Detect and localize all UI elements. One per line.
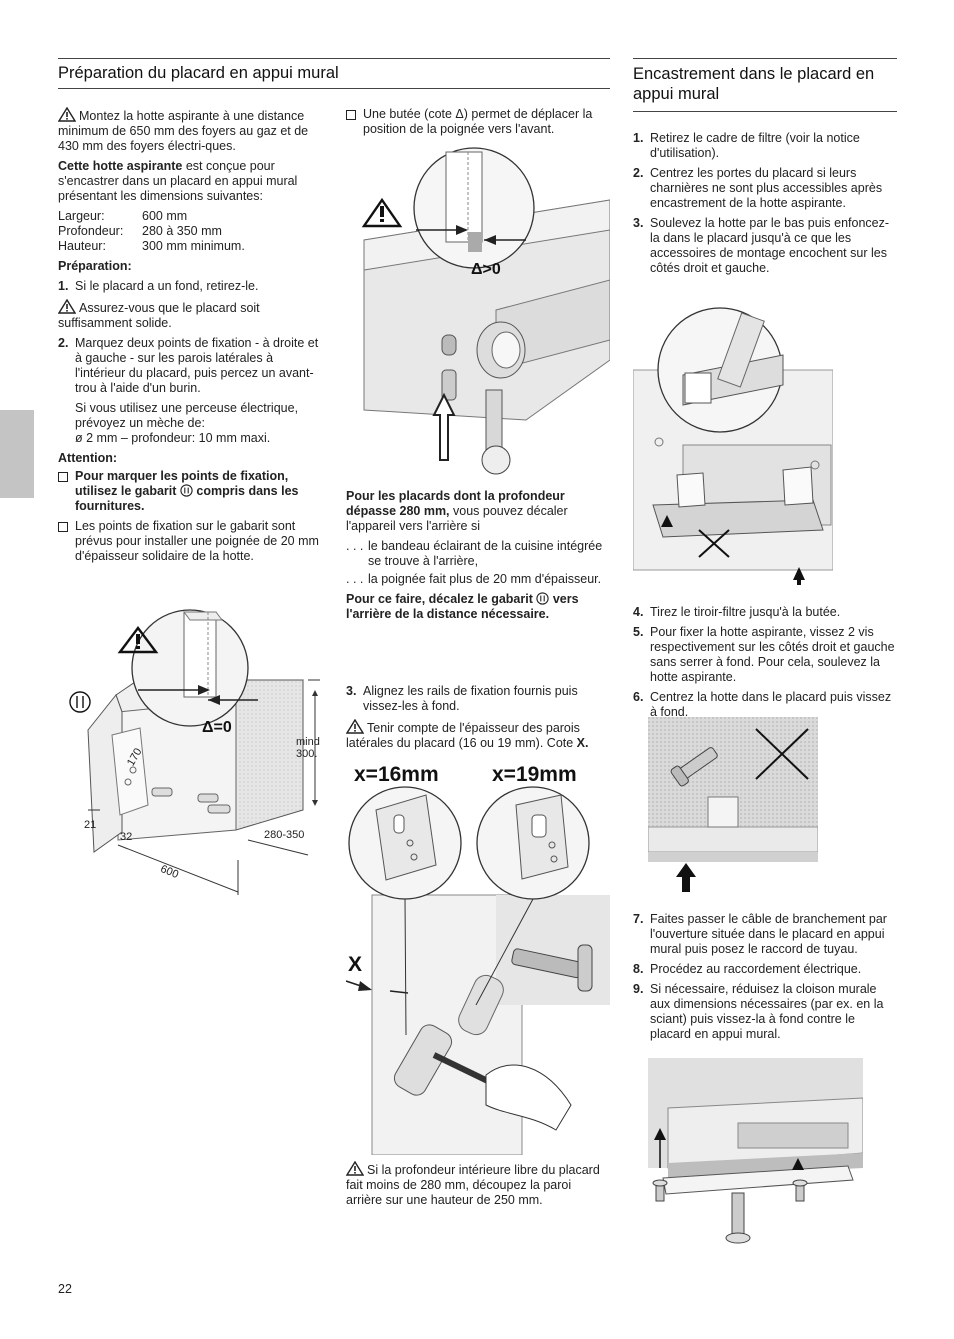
x19-label: x=19mm xyxy=(492,763,577,786)
header-rule-bottom-right xyxy=(633,111,897,112)
install-step-2: 2.Centrez les portes du placard si leurs… xyxy=(633,166,883,210)
section-title-right: Encastrement dans le placard en appui mu… xyxy=(633,65,875,103)
dimensions-table: Largeur:600 mm Profondeur:280 à 350 mm H… xyxy=(58,209,245,254)
step-3-rails: 3.Alignez les rails de fixation fournis … xyxy=(346,684,578,713)
wall-panel-figure xyxy=(648,1058,863,1248)
header-rule-top-left xyxy=(58,58,610,59)
right-steps-c: 7.Faites passer le câble de branchement … xyxy=(633,912,897,1047)
cabinet-illustration xyxy=(69,609,320,895)
dim-21-label: 21 xyxy=(84,819,97,831)
dimension-row: Profondeur:280 à 350 mm xyxy=(58,224,222,238)
stop-detail-figure: Δ>0 xyxy=(346,140,610,485)
warning-triangle-icon xyxy=(58,299,76,314)
template-symbol-icon xyxy=(180,484,193,497)
page-number: 22 xyxy=(58,1282,72,1296)
install-step-4: 4.Tirez le tiroir-filtre jusqu'à la buté… xyxy=(633,605,841,619)
wall-panel-illustration xyxy=(648,1058,863,1244)
warning-intro: Montez la hotte aspirante à une distance… xyxy=(58,107,309,153)
preparation-heading: Préparation: xyxy=(58,259,132,273)
middle-column-bottom: Si la profondeur intérieure libre du pla… xyxy=(346,1161,610,1213)
right-steps-b: 4.Tirez le tiroir-filtre jusqu'à la buté… xyxy=(633,605,897,725)
stop-bullet: Une butée (cote Δ) permet de déplacer la… xyxy=(346,107,610,137)
install-step-9: 9.Si nécessaire, réduisez la cloison mur… xyxy=(633,982,884,1041)
depth-label: 280-350 xyxy=(264,829,305,841)
cabinet-dimension-figure: Δ=0 mind 300. 170 21 32 280-350 600 xyxy=(58,600,328,900)
x-dimension-label: X xyxy=(348,953,363,976)
install-step-3: 3.Soulevez la hotte par le bas puis enfo… xyxy=(633,216,890,275)
condition-item: . . .la poignée fait plus de 20 mm d'épa… xyxy=(346,572,602,586)
delta-greater-label: Δ>0 xyxy=(471,261,501,278)
rail-mount-figure: X xyxy=(346,785,610,1155)
header-rule-bottom-left xyxy=(58,88,610,89)
x16-label: x=16mm xyxy=(354,763,439,786)
deep-cabinet-text: Pour les placards dont la profondeur dép… xyxy=(346,489,568,533)
section-title-left: Préparation du placard en appui mural xyxy=(58,64,339,82)
right-steps-a: 1.Retirez le cadre de filtre (voir la no… xyxy=(633,131,897,281)
rail-mount-illustration xyxy=(346,786,610,1155)
hood-insert-figure xyxy=(633,305,833,590)
step2-extra: Si vous utilisez une perceuse électrique… xyxy=(75,401,299,445)
hood-insert-illustration xyxy=(633,307,833,585)
left-column: Montez la hotte aspirante à une distance… xyxy=(58,107,322,569)
hood-description: Cette hotte aspirante est conçue pour s'… xyxy=(58,159,298,203)
middle-column-top: Une butée (cote Δ) permet de déplacer la… xyxy=(346,107,610,142)
attention-bullet-1: Pour marquer les points de fixation, uti… xyxy=(58,469,322,514)
install-step-5: 5.Pour fixer la hotte aspirante, vissez … xyxy=(633,625,895,684)
warning-triangle-icon xyxy=(346,719,364,734)
chapter-tab-marker xyxy=(0,410,34,498)
delta-zero-label: Δ=0 xyxy=(202,719,232,736)
header-rule-top-right xyxy=(633,58,897,59)
attention-heading: Attention: xyxy=(58,451,118,465)
min-height-label: 300. xyxy=(296,748,318,760)
condition-item: . . .le bandeau éclairant de la cuisine … xyxy=(346,539,603,568)
template-symbol-icon xyxy=(536,592,550,605)
install-step-6: 6.Centrez la hotte dans le placard puis … xyxy=(633,690,892,719)
step3-warning: Tenir compte de l'épaisseur des parois l… xyxy=(346,719,589,750)
middle-column-step3: 3.Alignez les rails de fixation fournis … xyxy=(346,684,610,756)
min-label: mind xyxy=(296,736,320,748)
attention-bullet-2: Les points de fixation sur le gabarit so… xyxy=(58,519,322,564)
middle-column-text: Pour les placards dont la profondeur dép… xyxy=(346,489,610,627)
screw-fix-figure xyxy=(648,717,818,897)
warning-triangle-icon xyxy=(58,107,76,122)
prep-step-1: 1.Si le placard a un fond, retirez-le. xyxy=(58,279,259,293)
shift-template-text: Pour ce faire, décalez le gabarit vers l… xyxy=(346,592,579,621)
prep-step-2: 2.Marquez deux points de fixation - à dr… xyxy=(58,336,322,446)
dimension-row: Hauteur:300 mm minimum. xyxy=(58,239,245,253)
dimension-row: Largeur:600 mm xyxy=(58,209,188,223)
warning-triangle-icon xyxy=(346,1161,364,1176)
screw-fix-illustration xyxy=(648,717,818,892)
bottom-warning: Si la profondeur intérieure libre du pla… xyxy=(346,1161,600,1207)
install-step-7: 7.Faites passer le câble de branchement … xyxy=(633,912,887,956)
step1-warning: Assurez-vous que le placard soit suffisa… xyxy=(58,299,260,330)
install-step-8: 8.Procédez au raccordement électrique. xyxy=(633,962,862,976)
install-step-1: 1.Retirez le cadre de filtre (voir la no… xyxy=(633,131,860,160)
dim-32-label: 32 xyxy=(120,831,133,843)
hood-stop-illustration xyxy=(361,147,610,475)
